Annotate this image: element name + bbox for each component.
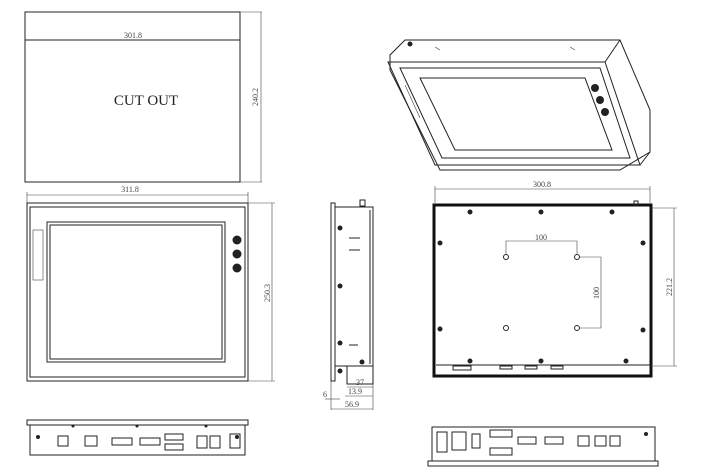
bottom-view-io-right	[427, 426, 659, 467]
side-dim-6: 6	[323, 390, 327, 399]
side-dim-13-9: 13.9	[348, 387, 362, 396]
cutout-view: 301.8 CUT OUT 240.2	[24, 11, 262, 183]
front-height-label: 250.3	[263, 284, 272, 302]
back-width-label: 300.8	[533, 180, 551, 189]
vesa-horizontal-label: 100	[535, 233, 547, 242]
front-width-label: 311.8	[121, 185, 139, 194]
cutout-label: CUT OUT	[114, 93, 178, 109]
cutout-width-label: 301.8	[124, 31, 142, 40]
back-height-label: 221.2	[665, 278, 674, 296]
back-view: 300.8 100 100 221.2	[432, 180, 677, 378]
front-view: 311.8 250.3	[26, 185, 275, 382]
side-dim-37: 37	[356, 378, 364, 387]
vesa-vertical-label: 100	[592, 287, 601, 299]
side-view: 37 13.9 6 56.9	[323, 199, 374, 410]
side-depth-label: 56.9	[345, 400, 359, 409]
isometric-view	[387, 39, 651, 171]
cutout-height-label: 240.2	[251, 88, 260, 106]
bottom-view-io-left	[26, 419, 249, 456]
mounting-holes	[437, 209, 646, 364]
vesa-holes	[503, 254, 580, 331]
